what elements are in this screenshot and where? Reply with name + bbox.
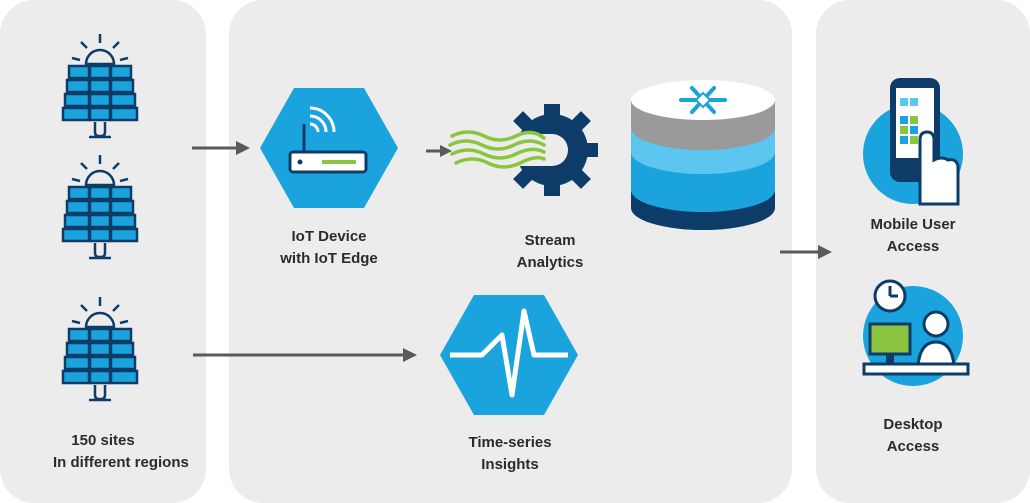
solar-panel-icon xyxy=(61,32,139,139)
arrow-to-stream-analytics xyxy=(426,145,452,157)
desktop-user-icon xyxy=(862,279,970,386)
time-series-label: Time-series Insights xyxy=(468,434,552,473)
arrow-to-access xyxy=(780,245,832,259)
stream-analytics-icon xyxy=(448,104,598,196)
solar-panel-icon xyxy=(61,295,139,402)
arrow-to-time-series xyxy=(193,348,417,362)
stream-analytics-label: Stream Analytics xyxy=(516,232,584,271)
time-series-insights-icon xyxy=(440,295,578,415)
iot-device-label: IoT Device with IoT Edge xyxy=(280,228,378,267)
iot-device-icon xyxy=(260,88,398,208)
solar-panel-icon xyxy=(61,153,139,260)
mobile-user-icon xyxy=(863,78,963,206)
sites-label: 150 sites In different regions xyxy=(53,432,189,471)
mobile-user-label: Mobile User Access xyxy=(870,216,956,255)
desktop-access-label: Desktop Access xyxy=(883,416,943,455)
arrow-to-iot-device xyxy=(192,141,250,155)
snowflake-database-icon xyxy=(631,80,775,230)
